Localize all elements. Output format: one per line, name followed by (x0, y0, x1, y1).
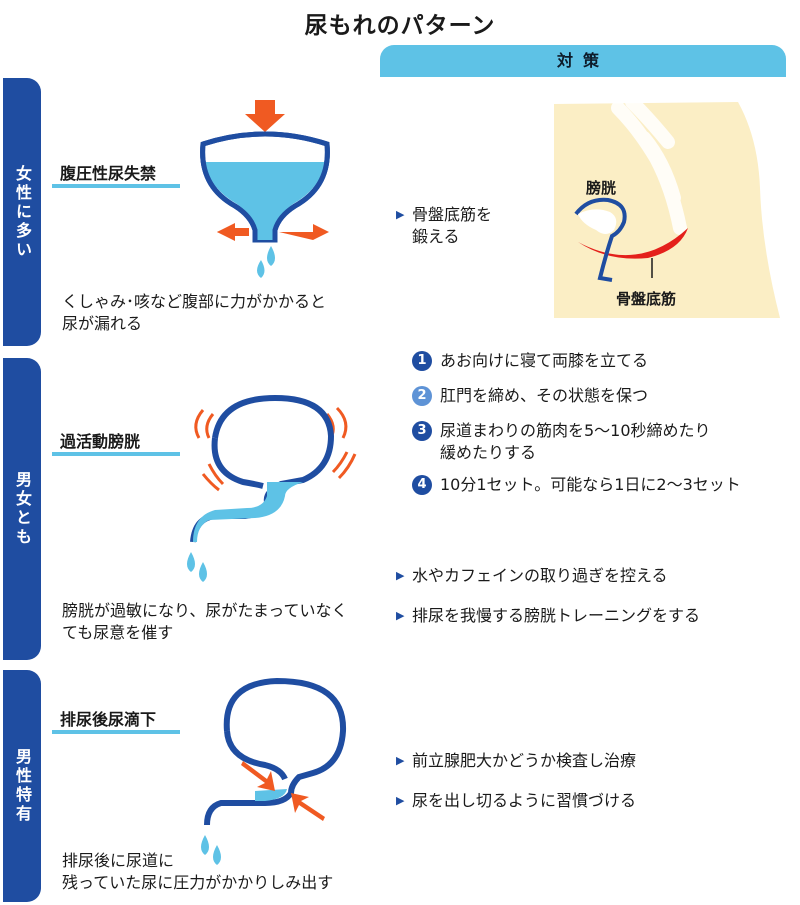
section-title: 排尿後尿滴下 (60, 710, 157, 729)
exercise-step: 4 10分1セット。可能なら1日に2～3セット (412, 474, 741, 496)
caption-line: 尿が漏れる (62, 314, 143, 333)
remedy-bullet: 排尿を我慢する膀胱トレーニングをする (396, 605, 700, 627)
page-title: 尿もれのパターン (304, 13, 496, 39)
remedy-bullet: 尿を出し切るように習慣づける (396, 790, 636, 812)
exercise-step: 2 肛門を締め、その状態を保つ (412, 385, 648, 407)
section-caption: 排尿後に尿道に 残っていた尿に圧力がかかりしみ出す (62, 850, 333, 894)
section-caption: くしゃみ･咳など腹部に力がかかると 尿が漏れる (62, 291, 326, 335)
remedy-line: 鍛える (412, 227, 460, 246)
exercise-step: 1 あお向けに寝て両膝を立てる (412, 350, 648, 372)
step-number-badge: 1 (412, 351, 432, 371)
side-tab-label: 男女とも (13, 471, 32, 547)
remedy-line: 尿を出し切るように習慣づける (412, 791, 637, 810)
side-tab-both: 男女とも (3, 358, 41, 660)
remedy-line: 排尿を我慢する膀胱トレーニングをする (412, 606, 701, 625)
section-title-rule (52, 184, 180, 188)
remedy-line: 前立腺肥大かどうか検査し治療 (412, 751, 637, 770)
step-line: 緩めたりする (440, 443, 537, 462)
exercise-step: 3 尿道まわりの筋肉を5～10秒締めたり 緩めたりする (412, 420, 711, 464)
pelvic-floor-illustration (554, 95, 780, 318)
bladder-label: 膀胱 (586, 179, 617, 197)
remedy-bullet: 水やカフェインの取り過ぎを控える (396, 565, 668, 587)
caption-line: くしゃみ･咳など腹部に力がかかると (62, 292, 327, 311)
countermeasure-header: 対策 (380, 45, 786, 77)
squeeze-arrow-icon (241, 761, 275, 791)
overactive-bladder-illustration (187, 394, 357, 582)
caption-line: ても尿意を催す (62, 623, 174, 642)
step-line: 尿道まわりの筋肉を5～10秒締めたり (440, 421, 711, 440)
side-tab-label: 男性特有 (13, 748, 32, 824)
step-number-badge: 2 (412, 386, 432, 406)
remedy-bullet: 前立腺肥大かどうか検査し治療 (396, 750, 636, 772)
pressure-arrow-right-icon (279, 224, 329, 240)
step-number-badge: 3 (412, 421, 432, 441)
pressure-arrow-icon (245, 100, 285, 132)
side-tab-label: 女性に多い (13, 164, 32, 260)
remedy-line: 骨盤底筋を (412, 205, 493, 224)
caption-line: 排尿後に尿道に (62, 851, 175, 870)
side-tab-women: 女性に多い (3, 78, 41, 346)
section-caption: 膀胱が過敏になり、尿がたまっていなく ても尿意を催す (62, 600, 347, 644)
section-title: 過活動膀胱 (60, 432, 141, 451)
pelvic-floor-label: 骨盤底筋 (616, 290, 677, 308)
step-line: 肛門を締め、その状態を保つ (440, 386, 649, 405)
step-line: あお向けに寝て両膝を立てる (440, 351, 649, 370)
side-tab-men: 男性特有 (3, 670, 41, 902)
step-line: 10分1セット。可能なら1日に2～3セット (440, 475, 741, 494)
caption-line: 膀胱が過敏になり、尿がたまっていなく (62, 601, 348, 620)
remedy-bullet: 骨盤底筋を 鍛える (396, 204, 492, 248)
step-number-badge: 4 (412, 475, 432, 495)
stress-bladder-illustration (200, 100, 330, 278)
section-title: 腹圧性尿失禁 (60, 164, 157, 183)
post-void-bladder-illustration (201, 677, 347, 865)
squeeze-arrow-icon (291, 793, 325, 821)
section-title-rule (52, 730, 180, 734)
remedy-line: 水やカフェインの取り過ぎを控える (412, 566, 668, 585)
caption-line: 残っていた尿に圧力がかかりしみ出す (62, 873, 334, 892)
section-title-rule (52, 452, 180, 456)
